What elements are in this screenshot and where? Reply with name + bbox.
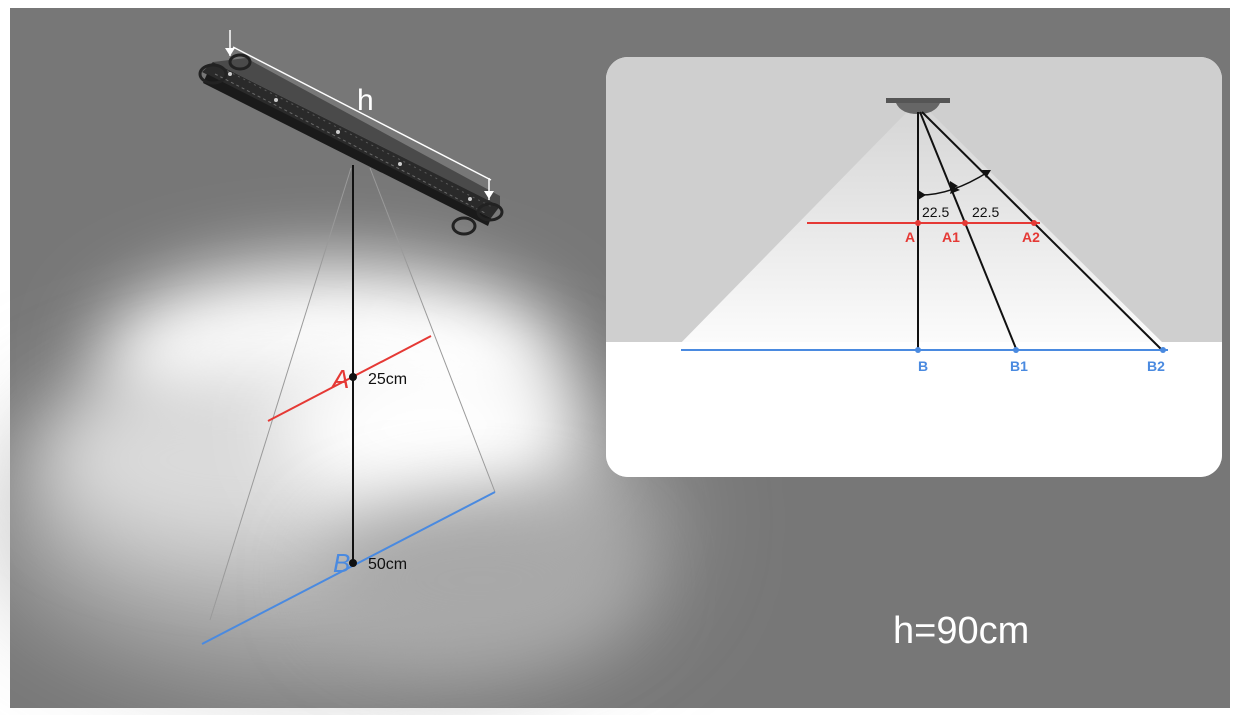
level-b-label: B (333, 548, 350, 578)
luminaire-fixture (198, 53, 504, 236)
height-note: h=90cm (893, 610, 1029, 652)
ray-22-5 (919, 111, 1018, 352)
level-b-distance: 50cm (368, 556, 407, 573)
inset-fixture (886, 98, 950, 103)
point-b-label: B (918, 358, 928, 374)
level-a-point (349, 373, 357, 381)
angle-label-2: 22.5 (972, 204, 999, 220)
point-b1-label: B1 (1010, 358, 1028, 374)
beam-edge-left (209, 167, 352, 621)
beam-edge-right (369, 167, 496, 493)
ray-45 (921, 111, 1164, 352)
level-b-line (201, 491, 496, 645)
length-symbol: h (357, 84, 374, 117)
point-a-label: A (905, 229, 915, 245)
light-glow (0, 265, 660, 670)
point-a2-label: A2 (1022, 229, 1040, 245)
angle-label-1: 22.5 (922, 204, 949, 220)
level-a-distance: 25cm (368, 371, 407, 388)
point-a1-label: A1 (942, 229, 960, 245)
point-b2-label: B2 (1147, 358, 1165, 374)
level-b-point (349, 559, 357, 567)
inset-panel: 22.5 22.5 A A1 A2 B B1 B2 (606, 57, 1222, 477)
level-a-label: A (330, 364, 349, 394)
length-dimension (225, 30, 494, 200)
